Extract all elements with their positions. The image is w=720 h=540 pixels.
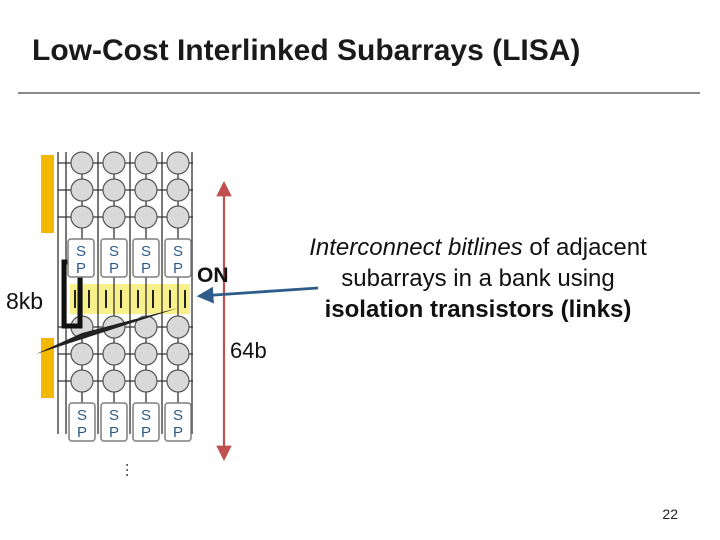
page-number: 22 — [662, 506, 678, 522]
description-text: Interconnect bitlines of adjacent subarr… — [262, 232, 694, 325]
sense-amp-label-p: P — [109, 260, 119, 277]
link-width-label: 64b — [230, 338, 267, 363]
link-transistor — [137, 290, 154, 308]
sense-amp-box — [164, 238, 192, 278]
dram-cell — [70, 205, 94, 229]
dram-cell — [70, 151, 94, 175]
dram-cell — [166, 178, 190, 202]
continuation-dots: … — [115, 462, 132, 478]
description-line-1: Interconnect bitlines of adjacent — [262, 232, 694, 263]
dram-cell — [70, 369, 94, 393]
dram-cell — [166, 205, 190, 229]
sense-amp-box — [164, 402, 192, 442]
dram-cell — [102, 205, 126, 229]
row-buffer-wedge — [36, 308, 178, 354]
subarray-bar-top — [41, 155, 54, 233]
slide-title: Low-Cost Interlinked Subarrays (LISA) — [32, 34, 581, 67]
description-line-3: isolation transistors (links) — [262, 294, 694, 325]
dram-cell — [134, 315, 158, 339]
sense-amp-label-s: S — [76, 243, 86, 260]
dram-cell — [70, 178, 94, 202]
sense-amp-box — [132, 402, 160, 442]
dram-cell — [166, 315, 190, 339]
sense-amp-label-p: P — [173, 424, 183, 441]
description-line-1-rest: of adjacent — [522, 234, 647, 261]
title-divider — [18, 92, 700, 94]
sense-amp-label-p: P — [141, 260, 151, 277]
dram-cell — [134, 369, 158, 393]
row-buffer-width-label: 8kb — [6, 288, 43, 314]
sense-amp-box — [100, 402, 128, 442]
description-italic: Interconnect bitlines — [309, 234, 523, 261]
sense-amp-label-s: S — [141, 243, 151, 260]
dram-cell — [102, 369, 126, 393]
dram-cell — [166, 342, 190, 366]
sense-amp-label-s: S — [77, 407, 87, 424]
dram-cell — [166, 151, 190, 175]
cells-bottom — [70, 315, 190, 393]
link-transistor — [169, 290, 186, 308]
sense-amps-top: S P S P S P S P — [67, 238, 192, 278]
dram-cell — [134, 205, 158, 229]
dram-cell — [102, 151, 126, 175]
dram-cell — [134, 342, 158, 366]
sense-amp-label-p: P — [77, 424, 87, 441]
dram-cell — [102, 342, 126, 366]
sense-amp-label-s: S — [173, 407, 183, 424]
callout-arrow — [196, 286, 319, 304]
link-transistor — [74, 290, 90, 308]
dram-cell — [134, 151, 158, 175]
dram-cell — [102, 178, 126, 202]
sense-amp-label-s: S — [109, 243, 119, 260]
dram-cell — [70, 342, 94, 366]
link-transistor — [105, 290, 122, 308]
sense-amps-bottom: S P S P S P S P — [68, 402, 192, 442]
sense-amp-label-p: P — [109, 424, 119, 441]
cells-top — [70, 151, 190, 229]
description-bold: isolation transistors (links) — [324, 296, 632, 323]
dram-cell — [134, 178, 158, 202]
description-line-2: subarrays in a bank using — [341, 265, 615, 292]
link-transistors — [74, 290, 186, 308]
sense-amp-box — [68, 402, 96, 442]
subarray-bar-bottom — [41, 338, 54, 398]
sense-amp-label-p: P — [141, 424, 151, 441]
sense-amp-box — [67, 238, 95, 278]
sense-amp-box — [132, 238, 160, 278]
sense-amp-label-p: P — [76, 260, 86, 277]
dram-cell — [166, 369, 190, 393]
sense-amp-label-s: S — [109, 407, 119, 424]
link-on-label: ON — [197, 264, 229, 287]
sense-amp-label-p: P — [173, 260, 183, 277]
sense-amp-box — [100, 238, 128, 278]
sense-amp-label-s: S — [141, 407, 151, 424]
sense-amp-label-s: S — [173, 243, 183, 260]
